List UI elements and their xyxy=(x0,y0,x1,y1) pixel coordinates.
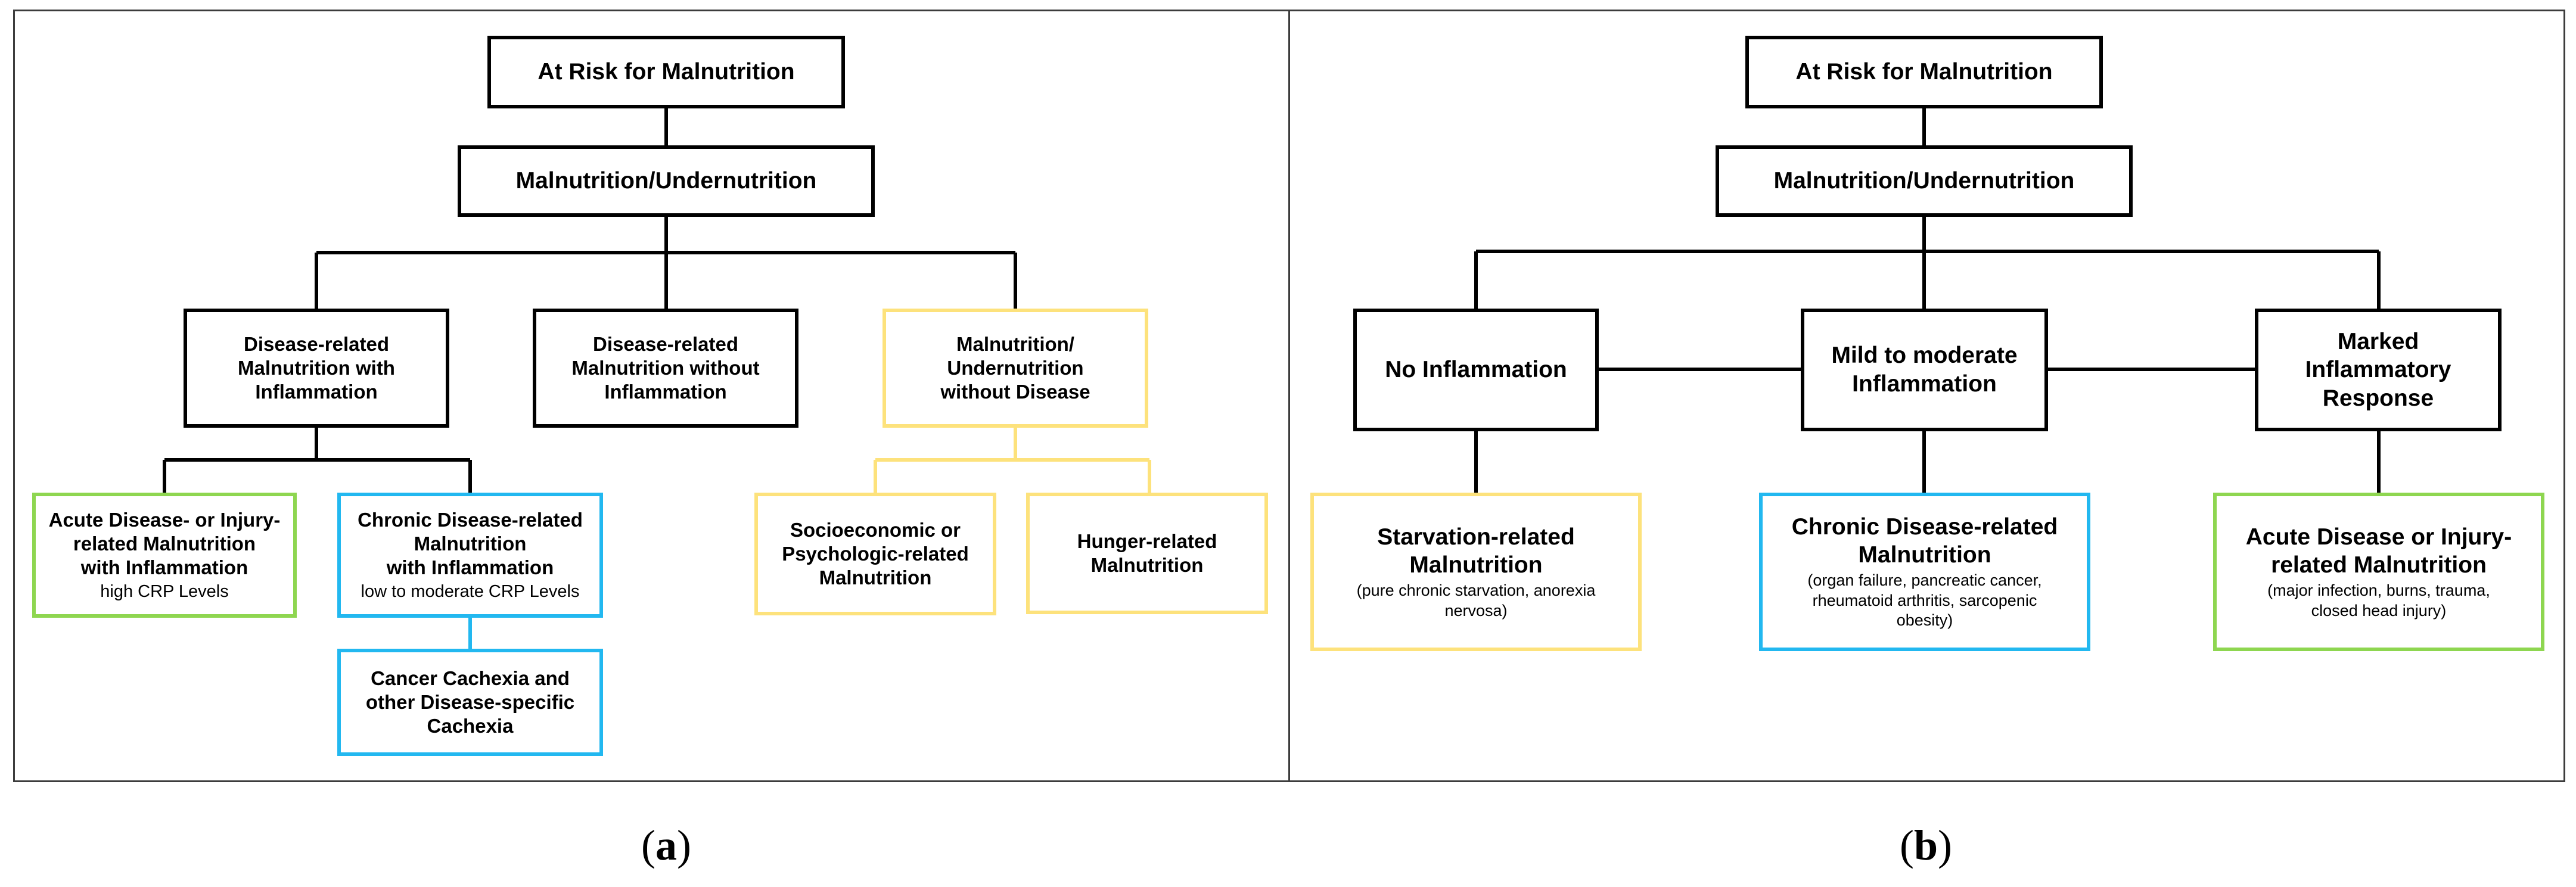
panel-b-starvation-box: Starvation-related Malnutrition (pure ch… xyxy=(1310,493,1642,651)
panel-a-acute-box: Acute Disease- or Injury- related Malnut… xyxy=(32,493,297,618)
panel-a-with-inflammation-label: Disease-related Malnutrition with Inflam… xyxy=(238,332,395,403)
panel-b-no-inflammation-box: No Inflammation xyxy=(1353,309,1599,431)
panel-b-no-inflammation-label: No Inflammation xyxy=(1385,357,1567,383)
panel-b-caption: (b) xyxy=(1899,821,1953,869)
panel-a-cachexia-label: Cancer Cachexia and other Disease-specif… xyxy=(365,667,575,737)
panel-a-caption: (a) xyxy=(641,821,691,869)
panel-a-hunger-label: Hunger-related Malnutrition xyxy=(1077,530,1217,576)
panel-a-chronic-note: low to moderate CRP Levels xyxy=(361,582,580,602)
panel-a-black-connectors xyxy=(163,107,1017,494)
panel-a-socioeconomic-label: Socioeconomic or Psychologic-related Mal… xyxy=(782,518,969,589)
panel-b-mild-inflammation-label: Mild to moderate Inflammation xyxy=(1831,343,2018,397)
panel-a-malnutrition-box: Malnutrition/Undernutrition xyxy=(458,145,875,217)
panel-b-acute-note: (major infection, burns, trauma, closed … xyxy=(2267,581,2490,620)
panel-a-hunger-box: Hunger-related Malnutrition xyxy=(1026,493,1268,614)
panel-a-with-inflammation-box: Disease-related Malnutrition with Inflam… xyxy=(184,309,449,428)
panel-a-chronic-title: Chronic Disease-related Malnutrition wit… xyxy=(358,508,583,579)
panel-b-acute-title: Acute Disease or Injury- related Malnutr… xyxy=(2245,524,2512,578)
panel-b-acute-box: Acute Disease or Injury- related Malnutr… xyxy=(2213,493,2544,651)
panel-b-caption-letter: b xyxy=(1913,821,1938,869)
panel-a-socioeconomic-box: Socioeconomic or Psychologic-related Mal… xyxy=(754,493,996,615)
panel-b-at-risk-label: At Risk for Malnutrition xyxy=(1795,59,2053,85)
panel-a-colored-connectors xyxy=(468,427,1151,649)
panel-b-mild-inflammation-box: Mild to moderate Inflammation xyxy=(1801,309,2048,431)
panel-b-chronic-box: Chronic Disease-related Malnutrition (or… xyxy=(1759,493,2090,651)
panel-b-starvation-note: (pure chronic starvation, anorexia nervo… xyxy=(1356,581,1596,620)
panel-a-without-disease-label: Malnutrition/ Undernutrition without Dis… xyxy=(940,332,1090,403)
panel-b-chronic-note: (organ failure, pancreatic cancer, rheum… xyxy=(1807,571,2042,630)
panel-b-marked-response-label: Marked Inflammatory Response xyxy=(2305,328,2451,411)
panel-a-without-inflammation-label: Disease-related Malnutrition without Inf… xyxy=(571,332,760,403)
panel-a-acute-title: Acute Disease- or Injury- related Malnut… xyxy=(48,508,281,579)
panel-b-at-risk-box: At Risk for Malnutrition xyxy=(1745,36,2103,108)
panel-a-malnutrition-label: Malnutrition/Undernutrition xyxy=(515,168,817,194)
panel-b-chronic-title: Chronic Disease-related Malnutrition xyxy=(1791,513,2058,568)
panel-b-malnutrition-label: Malnutrition/Undernutrition xyxy=(1773,168,2075,194)
panel-b-starvation-title: Starvation-related Malnutrition xyxy=(1377,524,1575,578)
panel-b-black-connectors xyxy=(1474,107,2381,494)
panel-b-frame xyxy=(1288,10,2565,782)
panel-a-chronic-box: Chronic Disease-related Malnutrition wit… xyxy=(337,493,603,618)
panel-a-cachexia-box: Cancer Cachexia and other Disease-specif… xyxy=(337,649,603,756)
panel-b-marked-response-box: Marked Inflammatory Response xyxy=(2255,309,2502,431)
panel-a-caption-letter: a xyxy=(655,821,677,869)
panel-a-at-risk-box: At Risk for Malnutrition xyxy=(487,36,845,108)
panel-b-malnutrition-box: Malnutrition/Undernutrition xyxy=(1716,145,2133,217)
panel-a-without-disease-box: Malnutrition/ Undernutrition without Dis… xyxy=(883,309,1148,428)
panel-a-acute-note: high CRP Levels xyxy=(100,582,229,602)
panel-a-at-risk-label: At Risk for Malnutrition xyxy=(537,59,795,85)
panel-a-without-inflammation-box: Disease-related Malnutrition without Inf… xyxy=(533,309,798,428)
